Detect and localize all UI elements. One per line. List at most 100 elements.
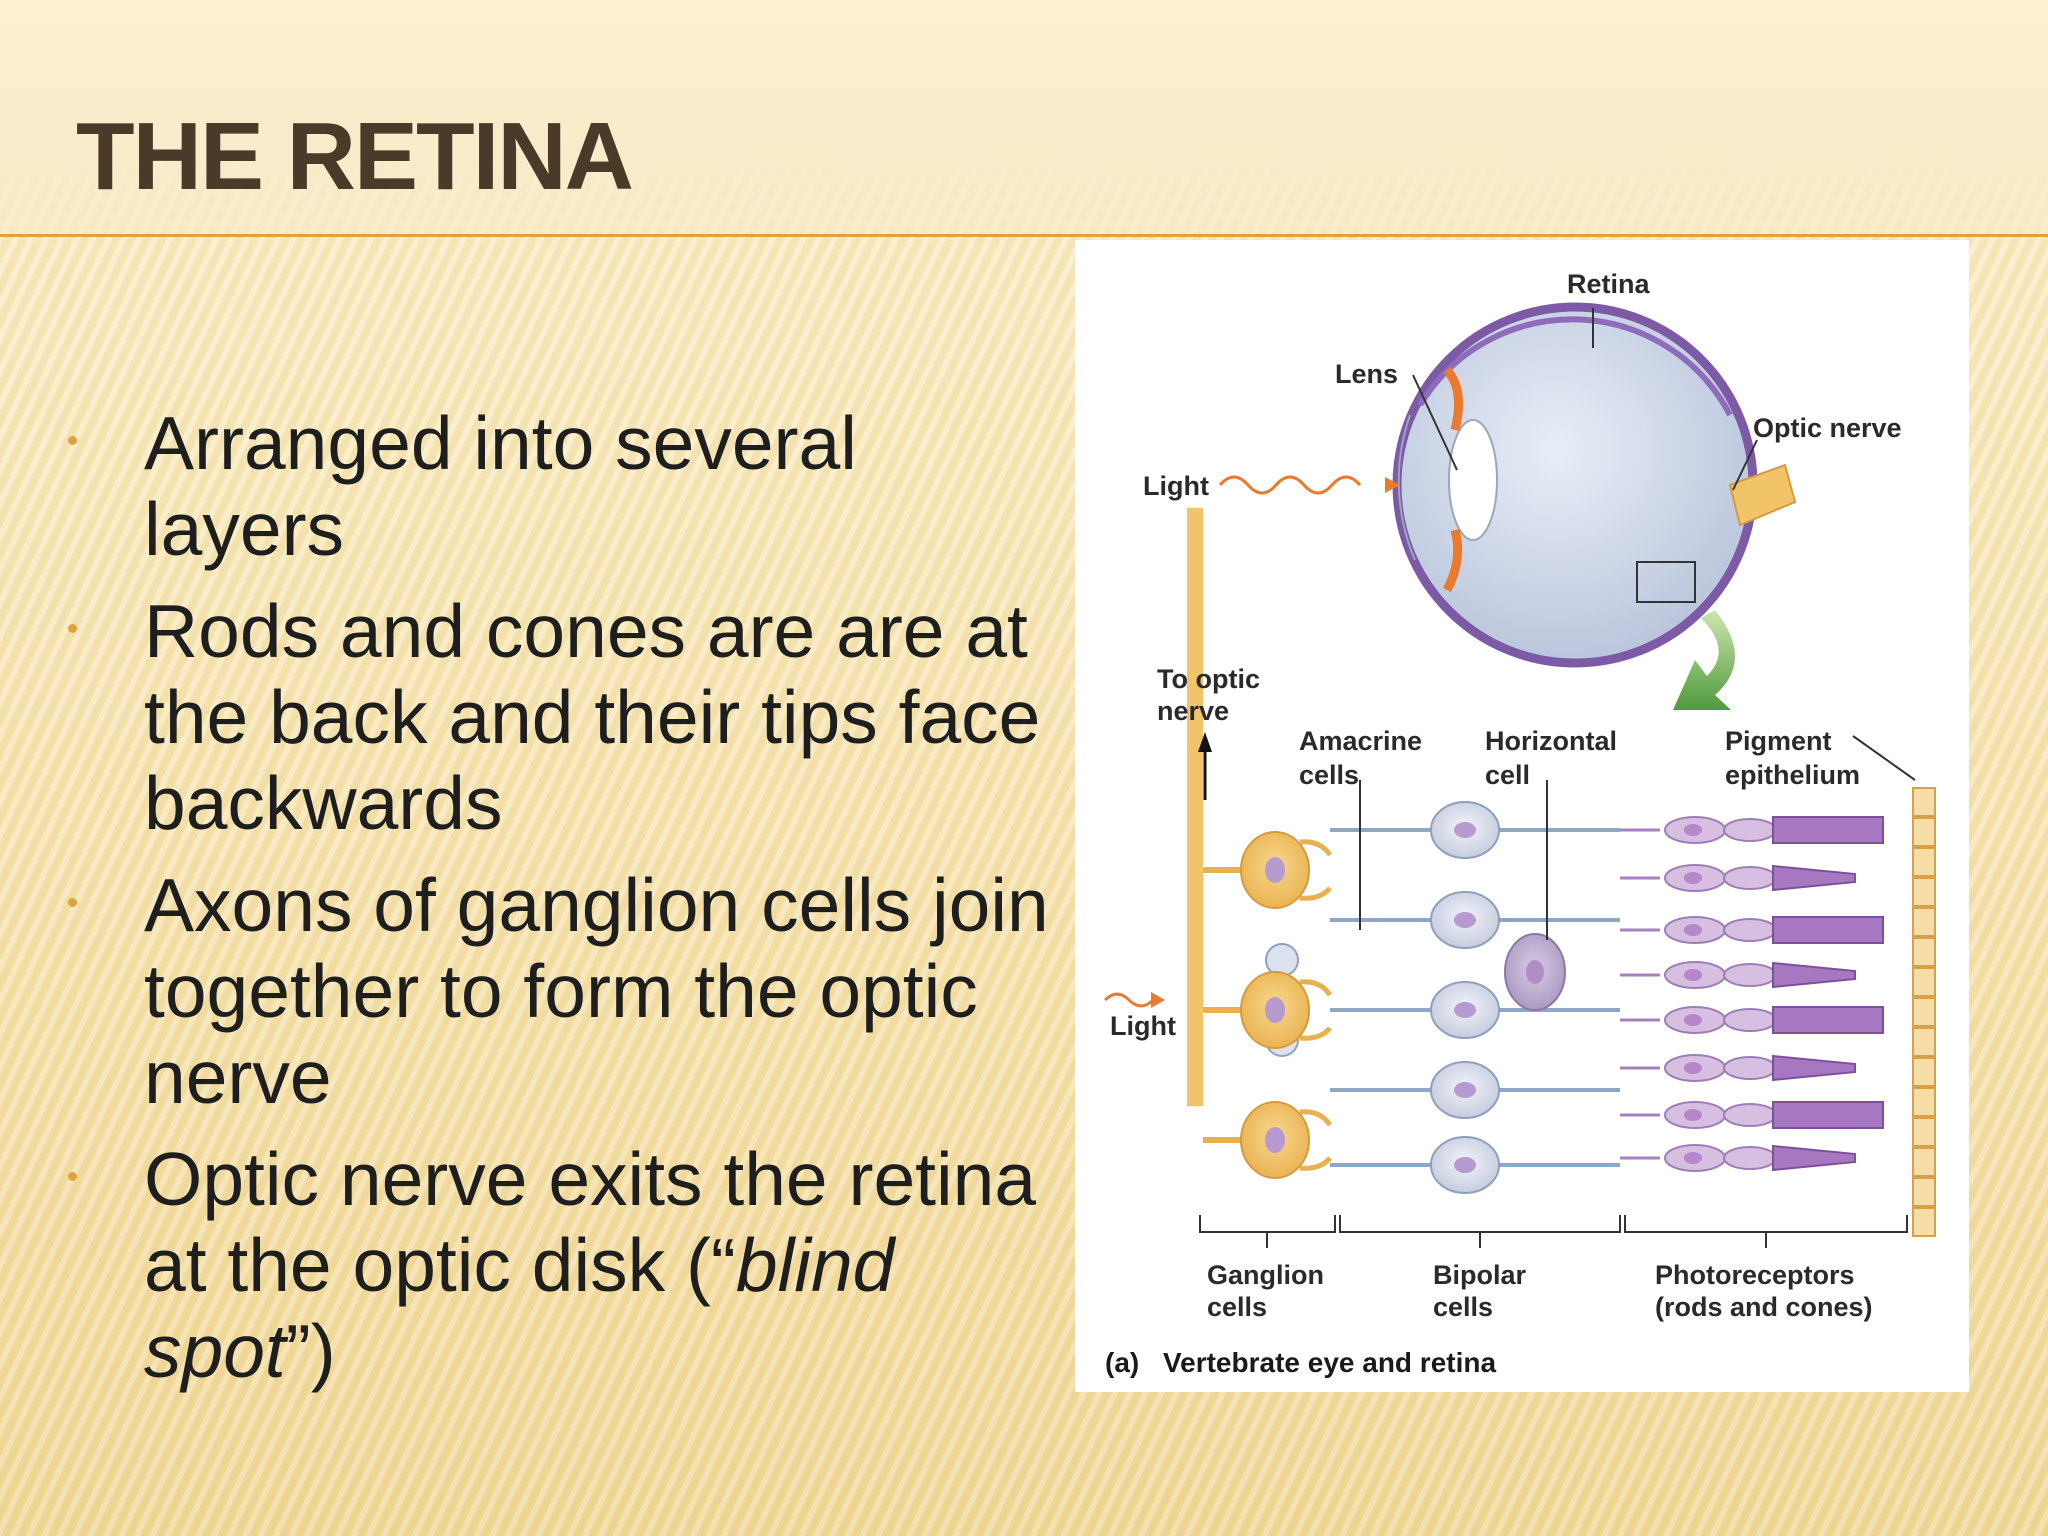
label-retina: Retina — [1567, 269, 1651, 299]
label-ganglion-1: Ganglion — [1207, 1260, 1324, 1290]
bipolar-nucleus — [1454, 1082, 1476, 1098]
bullet-text: Axons of ganglion cells join together to… — [144, 863, 1049, 1119]
leader-lens — [1412, 374, 1458, 471]
photoreceptor-inner-segment — [1723, 1056, 1777, 1080]
light-arrowhead-top — [1385, 477, 1400, 493]
bullet-item: Rods and cones are are at the back and t… — [60, 588, 1050, 846]
pigment-cell — [1912, 1177, 1936, 1207]
label-pigment-2: epithelium — [1725, 760, 1860, 790]
photoreceptor-inner-segment — [1723, 866, 1777, 890]
bipolar-nucleus — [1454, 912, 1476, 928]
bullet-item: Arranged into several layers — [60, 400, 1050, 572]
light-arrowhead-bottom — [1151, 992, 1165, 1008]
pigment-cell — [1912, 1027, 1936, 1057]
pigment-cell — [1912, 937, 1936, 967]
label-ganglion-2: cells — [1207, 1292, 1267, 1322]
leader-pigment — [1852, 735, 1916, 781]
caption-letter: (a) — [1105, 1347, 1139, 1378]
label-amacrine-1: Amacrine — [1299, 726, 1422, 756]
bracket-bipolar — [1339, 1215, 1621, 1233]
light-wave-bottom — [1103, 992, 1155, 1008]
pigment-cell — [1912, 997, 1936, 1027]
bracket-ganglion — [1199, 1215, 1336, 1233]
photoreceptor-layer — [1620, 816, 1884, 1172]
horizontal-cell-nucleus — [1526, 960, 1544, 984]
retina-layer — [1417, 316, 1733, 417]
pigment-cell — [1912, 1057, 1936, 1087]
iris-top — [1443, 366, 1464, 432]
photoreceptor-inner-segment — [1723, 818, 1777, 842]
bipolar-nucleus — [1454, 1002, 1476, 1018]
ganglion-dendrite — [1299, 1109, 1333, 1171]
label-photoreceptors-1: Photoreceptors — [1655, 1260, 1855, 1290]
photoreceptor-nucleus — [1684, 1062, 1702, 1074]
photoreceptor-nucleus — [1684, 824, 1702, 836]
pigment-cell — [1912, 967, 1936, 997]
bullet-list: Arranged into several layers Rods and co… — [60, 400, 1050, 1410]
bullet-dot-icon — [68, 624, 77, 633]
zoom-box — [1636, 561, 1696, 603]
ganglion-nucleus — [1265, 1127, 1285, 1153]
label-bipolar-1: Bipolar — [1433, 1260, 1527, 1290]
title-band — [0, 0, 2048, 235]
eye-illustration: Retina Lens Optic nerve Light — [1143, 269, 1902, 710]
label-lens: Lens — [1335, 359, 1398, 389]
label-to-optic-2: nerve — [1157, 696, 1229, 726]
cone-outer-segment — [1772, 1054, 1856, 1082]
photoreceptor-nucleus — [1684, 1152, 1702, 1164]
label-horizontal-1: Horizontal — [1485, 726, 1617, 756]
optic-nerve-stub — [1728, 463, 1797, 527]
ganglion-nucleus — [1265, 997, 1285, 1023]
photoreceptor-nucleus — [1684, 1014, 1702, 1026]
bullet-item: Optic nerve exits the retina at the opti… — [60, 1136, 1050, 1394]
label-photoreceptors-2: (rods and cones) — [1655, 1292, 1873, 1322]
photoreceptor-nucleus — [1684, 1109, 1702, 1121]
retina-diagram: Retina Lens Optic nerve Light — [1103, 269, 1936, 1378]
light-wave-top — [1218, 475, 1362, 495]
pigment-cell — [1912, 877, 1936, 907]
rod-outer-segment — [1772, 1101, 1884, 1129]
label-light-bottom: Light — [1110, 1011, 1176, 1041]
zoom-arrow-icon — [1673, 610, 1735, 710]
title-divider — [0, 234, 2048, 237]
pigment-cell — [1912, 1147, 1936, 1177]
leader-optic-nerve — [1732, 439, 1758, 491]
to-optic-arrowhead-icon — [1198, 732, 1212, 752]
photoreceptor-inner-segment — [1723, 1146, 1777, 1170]
photoreceptor-inner-segment — [1723, 1008, 1777, 1032]
bullet-dot-icon — [68, 436, 77, 445]
caption-text: Vertebrate eye and retina — [1163, 1347, 1496, 1378]
ganglion-dendrite — [1299, 839, 1333, 901]
photoreceptor-inner-segment — [1723, 963, 1777, 987]
label-bipolar-2: cells — [1433, 1292, 1493, 1322]
pigment-cell — [1912, 847, 1936, 877]
pigment-cell — [1912, 907, 1936, 937]
bullet-text-after: ”) — [285, 1309, 336, 1393]
label-pigment-1: Pigment — [1725, 726, 1832, 756]
rod-outer-segment — [1772, 916, 1884, 944]
lens — [1448, 419, 1498, 541]
bracket-photoreceptors — [1624, 1215, 1908, 1233]
bullet-dot-icon — [68, 1172, 77, 1181]
rod-outer-segment — [1772, 816, 1884, 844]
label-optic-nerve: Optic nerve — [1753, 413, 1902, 443]
photoreceptor-inner-segment — [1723, 918, 1777, 942]
bullet-text-before: Optic nerve exits the retina at the opti… — [144, 1137, 1037, 1307]
label-to-optic-1: To optic — [1157, 664, 1260, 694]
photoreceptor-nucleus — [1684, 924, 1702, 936]
pigment-epithelium — [1912, 787, 1936, 1237]
bullet-item: Axons of ganglion cells join together to… — [60, 862, 1050, 1120]
optic-axon-bundle — [1187, 507, 1203, 1107]
ganglion-dendrite — [1299, 979, 1333, 1041]
rod-outer-segment — [1772, 1006, 1884, 1034]
pigment-cell — [1912, 1087, 1936, 1117]
cone-outer-segment — [1772, 864, 1856, 892]
cone-outer-segment — [1772, 1144, 1856, 1172]
bullet-emphasis: blind spot — [144, 1223, 895, 1393]
slide-title: THE RETINA — [76, 103, 634, 210]
bipolar-nucleus — [1454, 1157, 1476, 1173]
pigment-cell — [1912, 1207, 1936, 1237]
bullet-dot-icon — [68, 898, 77, 907]
ganglion-nucleus — [1265, 857, 1285, 883]
cornea — [1397, 414, 1416, 561]
